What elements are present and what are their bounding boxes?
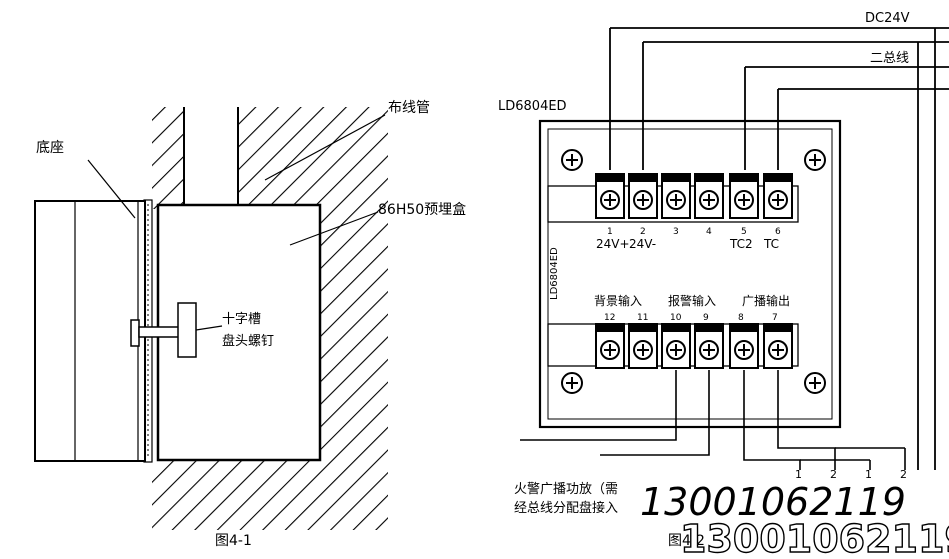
terminal-number: 3	[673, 227, 679, 237]
terminal-screw-icon	[628, 323, 658, 369]
bottom-terminals: 12 11 10 9 8 7	[595, 313, 793, 369]
terminal-number: 11	[637, 313, 648, 323]
screw-bracket	[177, 302, 197, 358]
mount-screw-br-icon	[804, 372, 826, 394]
mount-screw-tr-icon	[804, 149, 826, 171]
watermark-text-outline: 13001062119	[680, 517, 949, 559]
wall-hatch-right	[318, 209, 388, 460]
label-base: 底座	[36, 140, 64, 156]
terminal-number: 4	[706, 227, 712, 237]
module-outline	[538, 119, 842, 429]
caption-fig-4-2: 图4-2	[668, 533, 705, 549]
label-screw-line1: 十字槽	[222, 312, 261, 327]
terminal-number: 1	[607, 227, 613, 237]
figure-4-1: 底座 布线管 86H50预埋盒 十字槽 盘头螺钉 图4-1	[34, 100, 466, 549]
terminal-screw-icon	[661, 323, 691, 369]
terminal-screw-icon	[661, 173, 691, 219]
terminal-number: 8	[738, 313, 744, 323]
mount-screw-bl-icon	[561, 372, 583, 394]
bus-label-dc24v: DC24V	[865, 11, 910, 26]
label-conduit: 布线管	[388, 100, 430, 116]
terminal-number: 12	[604, 313, 615, 323]
terminal-screw-icon	[729, 323, 759, 369]
terminal-screw-icon	[595, 173, 625, 219]
output-mark-3: 1	[865, 468, 872, 481]
terminal-screw-icon	[763, 323, 793, 369]
label-screw-line2: 盘头螺钉	[222, 333, 274, 349]
terminal-number: 9	[703, 313, 709, 323]
base-unit	[34, 200, 146, 462]
label-embedded-box: 86H50预埋盒	[378, 201, 466, 218]
wall-hatch-right-top	[238, 107, 388, 209]
output-mark-4: 2	[900, 468, 907, 481]
terminal-screw-icon	[694, 173, 724, 219]
terminal-screw-icon	[763, 173, 793, 219]
terminal-screw-icon	[694, 323, 724, 369]
terminal-label: TC	[763, 237, 779, 251]
terminal-label: 24V-	[629, 237, 656, 251]
bus-label-two-wire: 二总线	[870, 51, 909, 66]
caption-fig-4-1: 图4-1	[215, 533, 252, 549]
group-label-alarm-input: 报警输入	[668, 293, 716, 308]
terminal-number: 5	[741, 227, 747, 237]
note-line-2: 经总线分配盘接入	[514, 500, 618, 516]
terminal-number: 7	[772, 313, 778, 323]
module-side-label: LD6804ED	[549, 247, 560, 300]
output-mark-1: 1	[795, 468, 802, 481]
terminal-screw-icon	[595, 323, 625, 369]
terminal-screw-icon	[628, 173, 658, 219]
terminal-number: 6	[775, 227, 781, 237]
screw-head	[130, 319, 140, 347]
output-mark-2: 2	[830, 468, 837, 481]
group-label-background-input: 背景输入	[594, 293, 642, 308]
terminal-label: 24V+	[596, 237, 630, 251]
terminal-label: TC2	[729, 237, 753, 251]
watermark-text: 13001062119	[640, 480, 906, 524]
terminal-number: 10	[670, 313, 682, 323]
figure-4-2: DC24V 二总线 LD6804ED LD6804ED	[498, 11, 949, 549]
wall-hatch-left-top	[152, 107, 184, 209]
terminal-screw-icon	[729, 173, 759, 219]
group-label-broadcast-output: 广播输出	[742, 293, 790, 308]
wall-hatch-bottom	[152, 460, 388, 530]
module-model-label: LD6804ED	[498, 99, 567, 114]
mount-screw-tl-icon	[561, 149, 583, 171]
note-line-1: 火警广播功放（需	[514, 481, 618, 497]
terminal-number: 2	[640, 227, 646, 237]
